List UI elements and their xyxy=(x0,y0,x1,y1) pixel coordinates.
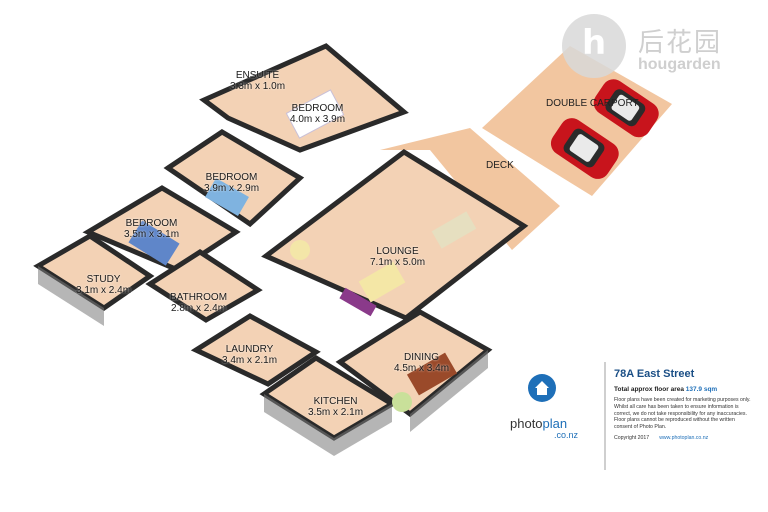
floor-area-value: 137.9 sqm xyxy=(685,386,718,393)
room-label-bedroom-2: BEDROOM 3.9m x 2.9m xyxy=(204,172,259,194)
website-link[interactable]: www.photoplan.co.nz xyxy=(659,434,709,441)
info-footer: Copyright 2017 www.photoplan.co.nz xyxy=(614,435,754,441)
floor-area-label: Total approx floor area xyxy=(614,386,684,393)
room-name: LOUNGE xyxy=(376,246,419,257)
room-name: BEDROOM xyxy=(125,218,178,229)
room-dimensions: 3.9m x 2.9m xyxy=(204,183,260,194)
furniture xyxy=(128,89,477,412)
carport-label: DOUBLE CARPORT xyxy=(546,98,639,109)
room-dimensions: 3.5m x 3.1m xyxy=(124,229,180,240)
room-label-kitchen: KITCHEN 3.5m x 2.1m xyxy=(308,396,363,418)
room-label-lounge: LOUNGE 7.1m x 5.0m xyxy=(370,246,425,268)
room-label-laundry: LAUNDRY 3.4m x 2.1m xyxy=(222,344,277,366)
property-info-panel: 78A East Street Total approx floor area … xyxy=(604,362,754,470)
room-name: LAUNDRY xyxy=(225,344,274,355)
room-name: BEDROOM xyxy=(291,103,344,114)
room-name: BATHROOM xyxy=(170,292,228,303)
room-label-bedroom-3: BEDROOM 3.5m x 3.1m xyxy=(124,218,179,240)
room-label-bathroom: BATHROOM 2.8m x 2.4m xyxy=(170,292,227,314)
logo-domain: .co.nz xyxy=(554,430,579,440)
cars xyxy=(550,79,659,179)
copyright-text: Copyright 2017 xyxy=(614,434,650,441)
deck-label: DECK xyxy=(486,160,514,171)
property-address: 78A East Street xyxy=(614,368,695,380)
room-label-study: STUDY 3.1m x 2.4m xyxy=(76,274,131,296)
room-dimensions: 2.8m x 2.4m xyxy=(171,303,227,314)
watermark-english-text: hougarden xyxy=(638,56,721,73)
watermark-letter: h xyxy=(582,23,607,63)
room-dimensions: 3.5m x 2.1m xyxy=(308,407,364,418)
watermark-circle-icon xyxy=(562,14,626,78)
room-name: DINING xyxy=(404,352,440,363)
room-name: ENSUITE xyxy=(235,70,280,81)
car-2 xyxy=(593,79,659,138)
logo-text-photo: photo xyxy=(510,416,543,431)
room-name: KITCHEN xyxy=(313,396,358,407)
hougarden-watermark: h 后花园 hougarden xyxy=(556,12,756,78)
room-dimensions: 4.0m x 3.9m xyxy=(290,114,346,125)
room-name: STUDY xyxy=(86,274,121,285)
house-floor xyxy=(33,43,529,441)
watermark-chinese-text: 后花园 xyxy=(638,28,723,58)
room-label-master-bedroom: BEDROOM 4.0m x 3.9m xyxy=(290,103,345,125)
room-dimensions: 3.1m x 2.4m xyxy=(76,285,132,296)
room-label-dining: DINING 4.5m x 3.4m xyxy=(394,352,449,374)
room-dimensions: 3.3m x 1.0m xyxy=(230,81,286,92)
car-1 xyxy=(550,118,619,179)
room-dimensions: 3.4m x 2.1m xyxy=(222,355,278,366)
room-dimensions: 4.5m x 3.4m xyxy=(394,363,450,374)
floor-area: Total approx floor area 137.9 sqm xyxy=(614,386,754,393)
room-dimensions: 7.1m x 5.0m xyxy=(370,257,426,268)
room-name: BEDROOM xyxy=(205,172,258,183)
photoplan-logo: photoplan .co.nz xyxy=(510,372,590,442)
room-label-ensuite: ENSUITE 3.3m x 1.0m xyxy=(230,70,285,92)
house-logo-icon xyxy=(528,374,556,402)
logo-text-plan: plan xyxy=(542,416,568,431)
disclaimer-text: Floor plans have been created for market… xyxy=(614,397,751,431)
house-wall-faces xyxy=(38,266,488,456)
logo-wordmark: photoplan xyxy=(510,416,567,431)
